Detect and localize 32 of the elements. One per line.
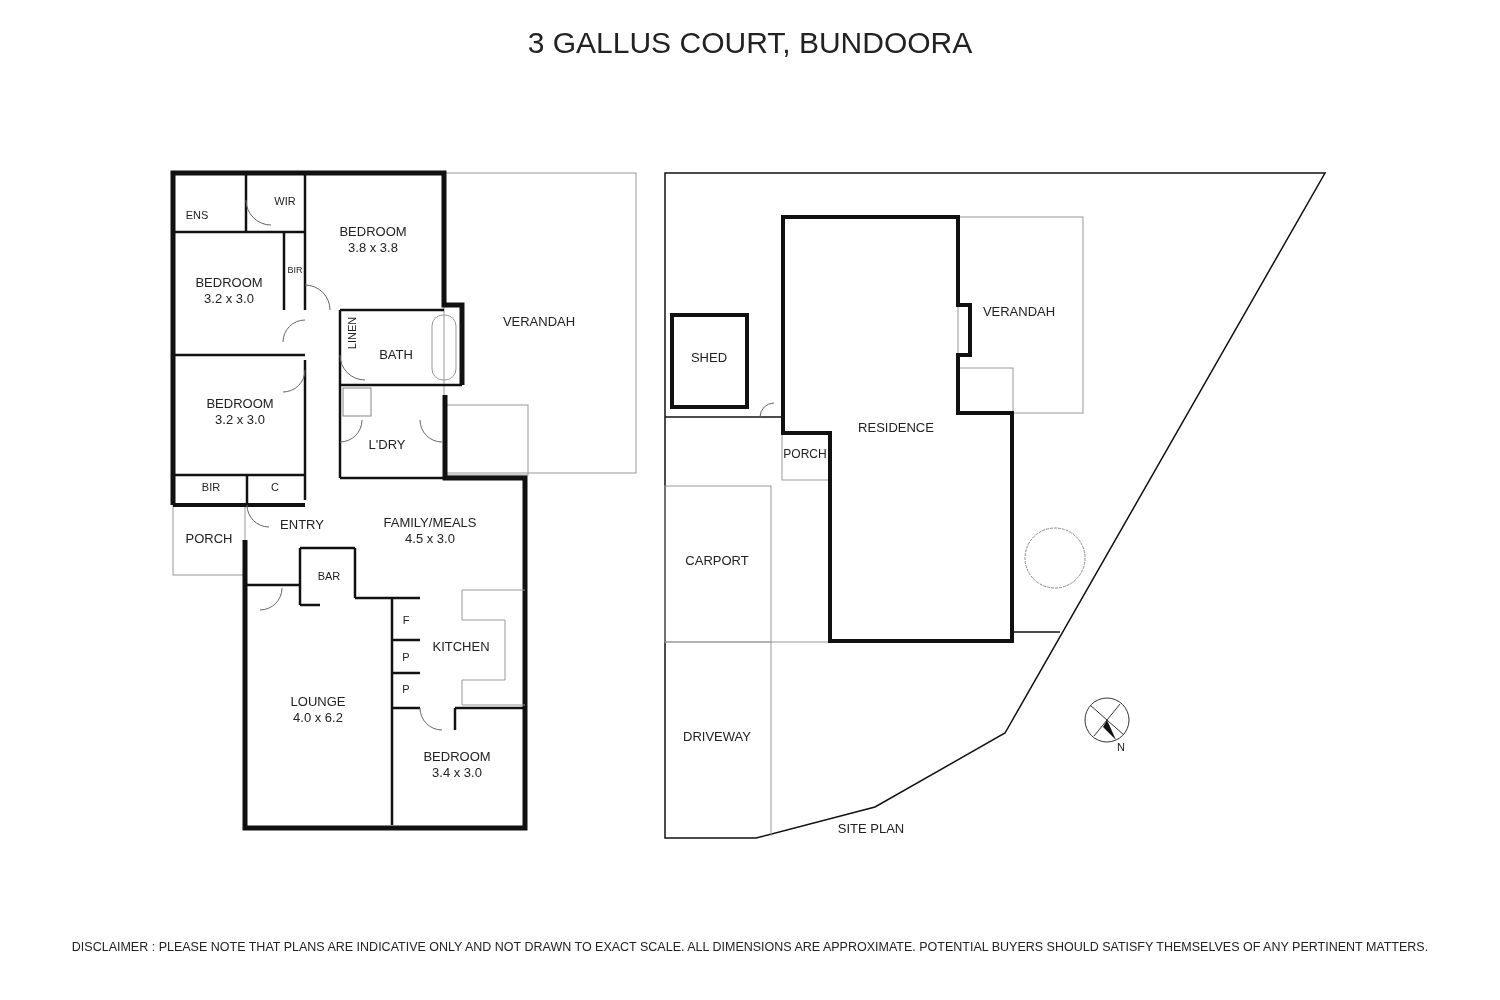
room-label: BEDROOM 3.2 x 3.0 [205, 396, 275, 428]
area-label: CARPORT [685, 553, 749, 569]
plan-caption: SITE PLAN [837, 821, 905, 837]
area-label: RESIDENCE [858, 420, 934, 436]
area-label: PORCH [783, 446, 827, 462]
area-label: VERANDAH [982, 304, 1056, 320]
room-label: P [402, 650, 410, 664]
room-label: P [402, 682, 410, 696]
room-label: LINEN [345, 316, 359, 350]
room-label: KITCHEN [432, 639, 490, 655]
north-label: N [1117, 740, 1125, 754]
room-label: BIR [287, 264, 303, 276]
room-label: VERANDAH [502, 314, 576, 330]
plan-title: 3 GALLUS COURT, BUNDOORA [527, 25, 973, 59]
room-label: F [402, 613, 410, 627]
room-label: PORCH [185, 531, 233, 547]
room-label: ENTRY [280, 517, 324, 533]
room-label: LOUNGE 4.0 x 6.2 [289, 694, 347, 726]
room-label: FAMILY/MEALS 4.5 x 3.0 [382, 515, 478, 547]
area-label: SHED [690, 350, 728, 366]
room-label: WIR [274, 194, 296, 208]
room-label: BEDROOM 3.8 x 3.8 [338, 224, 408, 256]
room-label: ENS [185, 208, 209, 222]
room-label: C [271, 480, 279, 494]
disclaimer-text: DISCLAIMER : PLEASE NOTE THAT PLANS ARE INDICATIVE ONLY AND NOT DRAWN TO EXACT SCALE. ALL DIMENSIONS ARE APPROXIMATE. POTENTIAL BUYERS SHOULD SATISFY THEMSELVES OF ANY PERTINENT MATTERS. [71, 940, 1429, 956]
room-label: BEDROOM 3.4 x 3.0 [422, 749, 492, 781]
room-label: BAR [317, 569, 341, 583]
area-label: DRIVEWAY [683, 729, 751, 745]
room-label: BIR [201, 480, 221, 494]
room-label: BATH [379, 347, 413, 363]
room-label: L'DRY [368, 437, 406, 453]
room-label: BEDROOM 3.2 x 3.0 [194, 275, 264, 307]
